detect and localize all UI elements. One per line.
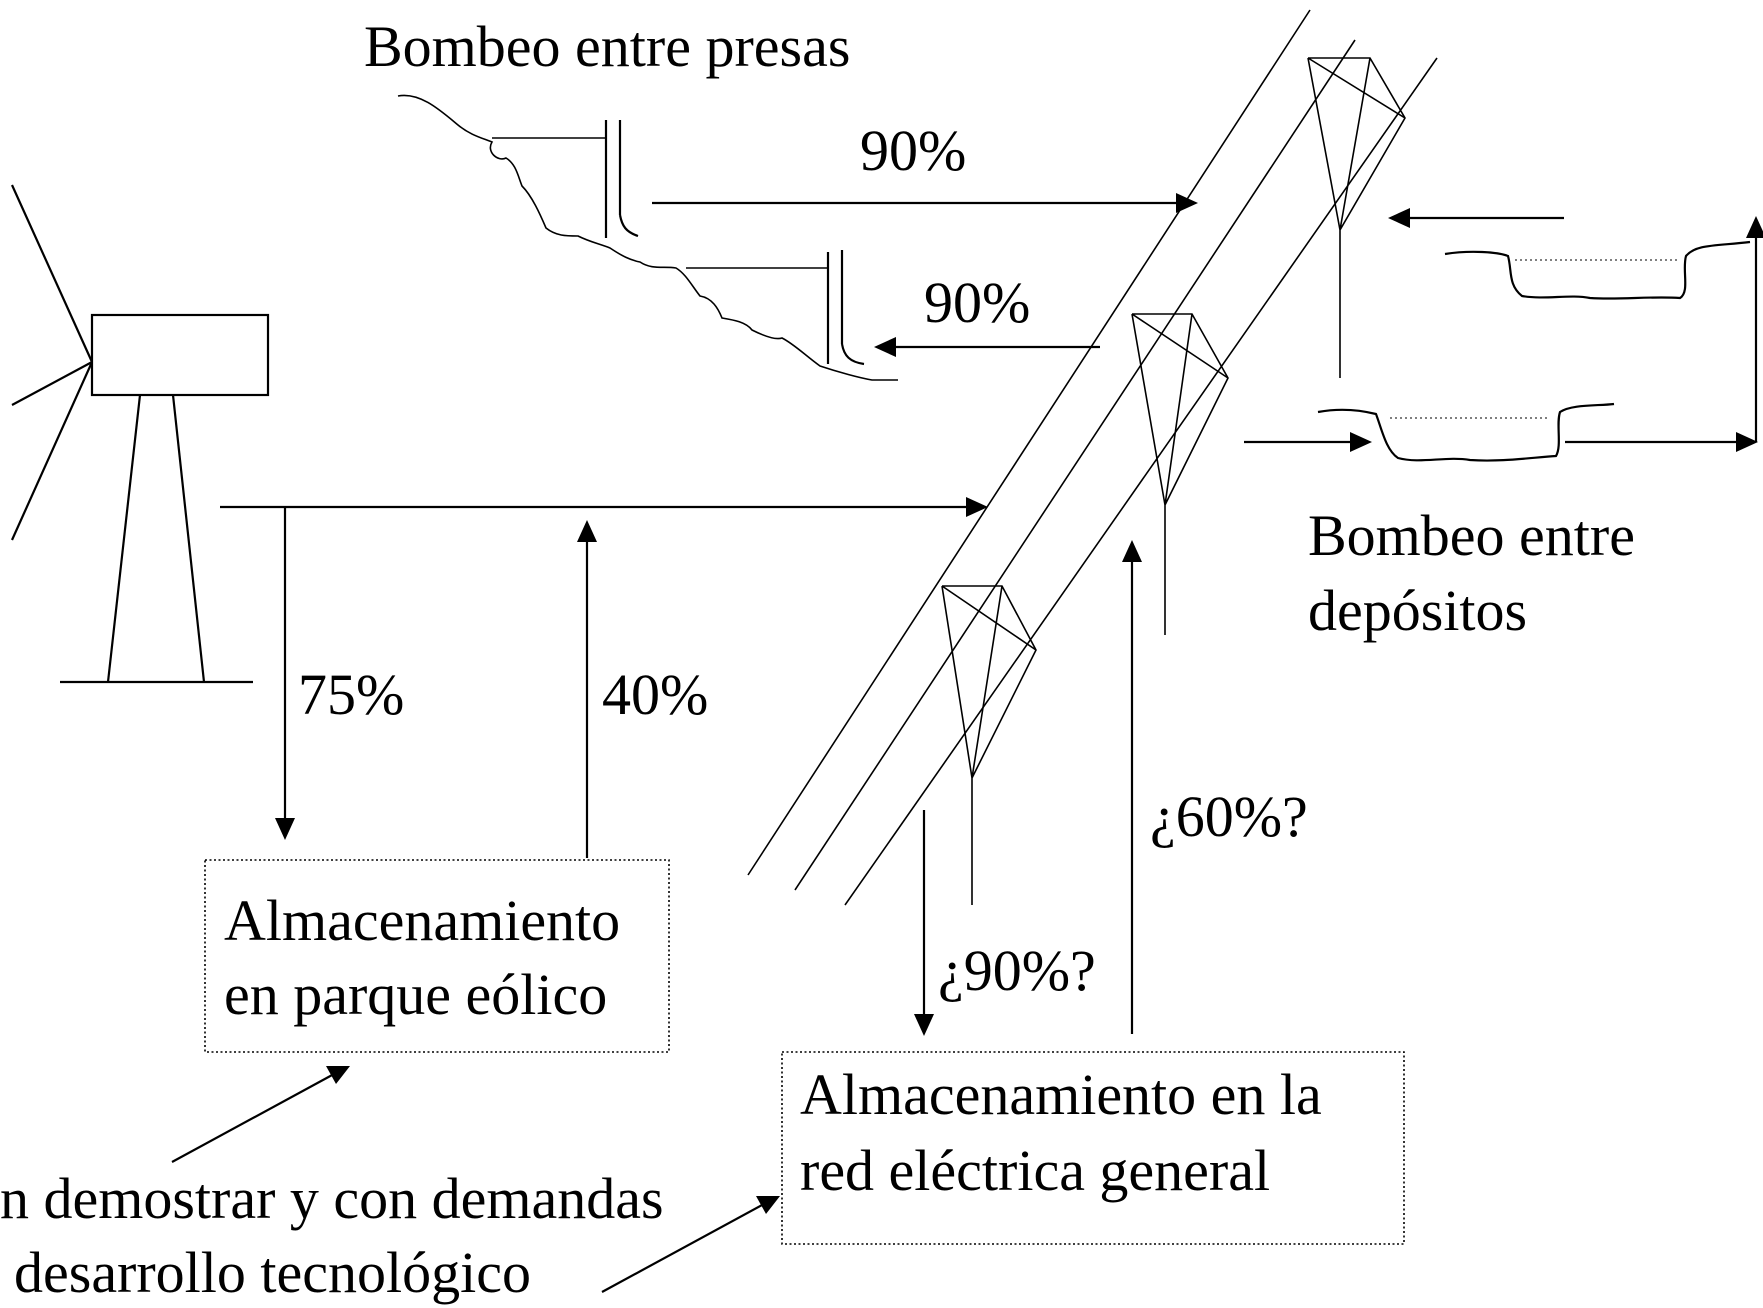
arrow-storage-to-grid (1122, 540, 1142, 1034)
arrow-tanks-return (1565, 216, 1763, 452)
arrow-grid-to-tanks (1244, 432, 1372, 452)
pct-dam-lower: 90% (924, 270, 1030, 335)
arrow-tanks-to-grid (1388, 208, 1564, 228)
note-line2: desarrollo tecnológico (14, 1240, 531, 1305)
windfarm-box-line1: Almacenamiento (224, 888, 620, 953)
arrow-wind-to-storage (275, 507, 295, 840)
pct-wind-up: 40% (602, 662, 708, 727)
arrow-grid-to-dams (874, 337, 1100, 357)
note-line1: n demostrar y con demandas (0, 1166, 664, 1231)
pct-grid-down: ¿90%? (938, 938, 1096, 1003)
arrow-wind-to-grid (220, 497, 988, 517)
arrow-dams-to-grid (652, 193, 1198, 213)
dams-pumping-label: Bombeo entre presas (364, 14, 850, 79)
arrow-grid-to-storage (914, 810, 934, 1036)
grid-box-line2: red eléctrica general (800, 1138, 1270, 1203)
pct-dam-upper: 90% (860, 118, 966, 183)
arrow-note-to-grid (601, 1196, 780, 1293)
tanks-pumping-label-line2: depósitos (1308, 578, 1527, 643)
pct-grid-up: ¿60%? (1150, 784, 1308, 849)
flow-arrows (171, 193, 1763, 1293)
windfarm-box-line2: en parque eólico (224, 962, 607, 1027)
pct-wind-down: 75% (298, 662, 404, 727)
windfarm-storage-box (204, 859, 670, 1053)
grid-box-line1: Almacenamiento en la (800, 1062, 1322, 1127)
tanks-icon (1317, 224, 1758, 462)
arrow-storage-to-wind (577, 520, 597, 858)
power-line-icon (747, 9, 1438, 906)
arrow-note-to-windfarm (171, 1066, 350, 1163)
dams-icon (397, 94, 898, 381)
tanks-pumping-label-line1: Bombeo entre (1308, 503, 1635, 568)
wind-turbine-icon (10, 184, 270, 684)
grid-storage-box (781, 1051, 1405, 1245)
